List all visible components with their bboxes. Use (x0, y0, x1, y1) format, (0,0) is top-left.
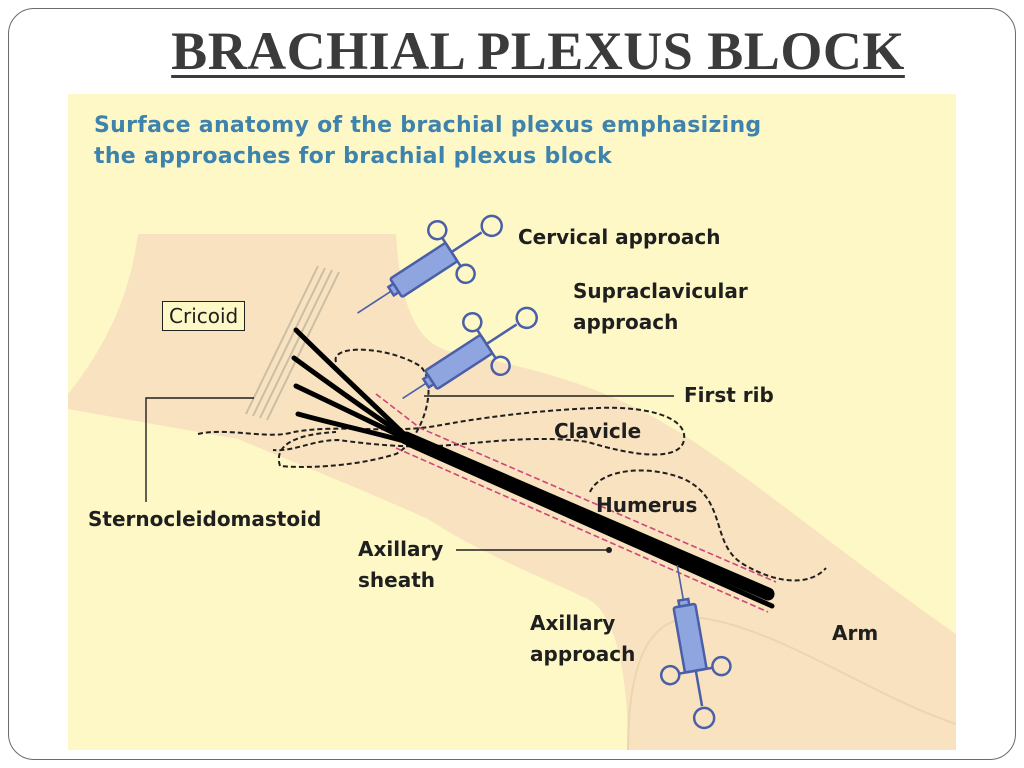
sternocleidomastoid-fibres (245, 265, 340, 421)
axillary-sheath-marker (606, 547, 612, 553)
slide-title: BRACHIAL PLEXUS BLOCK (171, 21, 905, 81)
brachial-plexus-nerves (291, 327, 775, 609)
label-first-rib: First rib (684, 383, 774, 407)
axilla-contour (627, 616, 956, 750)
figure-caption: Surface anatomy of the brachial plexus e… (94, 113, 762, 169)
leader-lines (145, 395, 674, 551)
label-axillary-approach: Axillary approach (530, 611, 636, 666)
axillary-sheath (375, 393, 777, 613)
label-sternocleidomastoid: Sternocleidomastoid (88, 507, 322, 531)
label-cervical-approach: Cervical approach (518, 225, 721, 249)
anatomy-illustration (68, 214, 956, 750)
label-axillary-sheath: Axillary sheath (358, 537, 444, 592)
label-arm: Arm (832, 621, 879, 645)
humerus-outline (589, 469, 827, 582)
label-clavicle: Clavicle (554, 419, 642, 443)
anatomy-figure: Surface anatomy of the brachial plexus e… (68, 94, 956, 750)
label-supraclavicular-approach: Supraclavicular approach (573, 279, 748, 334)
clavicle-outline (197, 406, 686, 456)
first-rib-outline (277, 348, 430, 468)
label-humerus: Humerus (596, 493, 698, 517)
syringe-supraclavicular (402, 306, 538, 400)
syringe-cervical (357, 214, 503, 314)
label-cricoid: Cricoid (162, 301, 246, 331)
syringe-axillary (659, 565, 732, 730)
